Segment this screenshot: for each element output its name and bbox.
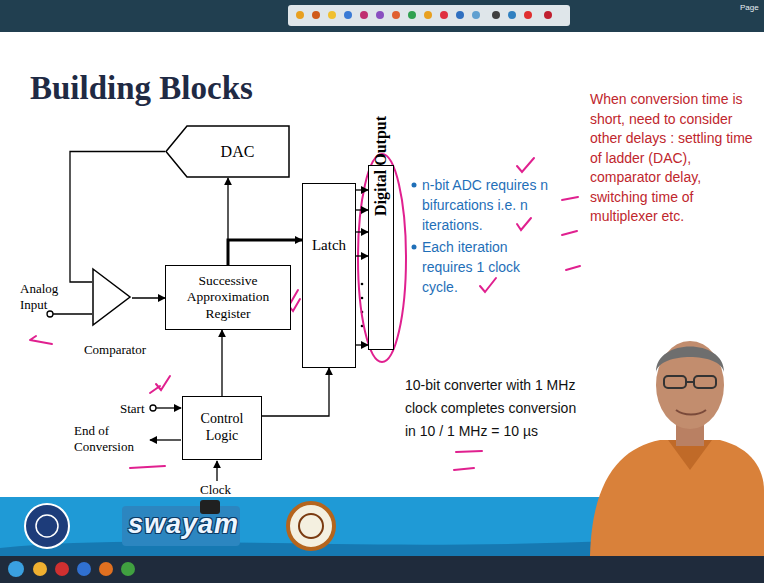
node-text-group: Control Logic (183, 411, 261, 445)
node-text-group: Successive Approximation Register (166, 273, 290, 322)
swayam-plate (122, 506, 240, 546)
connector-line (356, 189, 368, 190)
top-band (0, 0, 764, 32)
logo-text: swayam (128, 509, 239, 540)
institute-logo (25, 504, 69, 548)
connector (70, 152, 165, 283)
latch-box: Latch (302, 183, 356, 368)
connector-line (132, 297, 165, 298)
connector-line (356, 231, 368, 232)
taskbar (0, 556, 764, 583)
node-label: Comparator (76, 342, 154, 358)
dac-block: DAC (165, 125, 290, 178)
register-box: Successive Approximation Register (165, 265, 291, 330)
nptel-logo-ring (299, 514, 323, 538)
connector (262, 368, 329, 416)
connector-line (356, 209, 368, 210)
node-text-group: Comparator (76, 342, 154, 358)
example-note: 10-bit converter with 1 MHz clock comple… (405, 374, 577, 443)
connector-line (70, 152, 165, 283)
connector-line (356, 344, 368, 345)
bullet-dots (412, 183, 417, 250)
connector (356, 190, 368, 345)
page-tag: Page (740, 3, 759, 12)
connector-line (228, 240, 302, 265)
node-label: Control Logic (183, 411, 261, 445)
connector-line (221, 330, 222, 396)
connector-line (356, 255, 368, 256)
node-label: DAC (221, 142, 255, 161)
node-text-group: Latch (312, 236, 346, 254)
node-label: Digital Output (371, 116, 390, 216)
signal-name: Clock (200, 482, 240, 498)
connector (132, 298, 165, 299)
comparator-symbol: Comparator (76, 268, 154, 358)
signal-name: End of Conversion (74, 423, 148, 455)
node-text-group: DAC (221, 142, 255, 161)
toolbar-icons (296, 11, 552, 19)
delay-note: When conversion time is short, need to c… (590, 90, 760, 227)
presenter (590, 341, 764, 556)
node-label: Successive Approximation Register (166, 273, 290, 322)
pen-annotations (30, 154, 580, 470)
nptel-logo (288, 503, 334, 549)
signal-name: Analog Input (20, 281, 72, 313)
bullet-note: Each iteration requires 1 clock cycle. (422, 237, 554, 297)
output-bus: Digital Output (368, 165, 394, 350)
node-label: Latch (312, 236, 346, 254)
taskbar-icons (8, 561, 135, 577)
comparator-triangle (92, 268, 132, 328)
bullet-note: n-bit ADC requires n bifurcations i.e. n… (422, 175, 554, 235)
institute-logo-ring (36, 515, 58, 537)
comparator-outline (93, 269, 130, 325)
toolbar (288, 5, 570, 26)
dac-outline-shape (166, 126, 289, 177)
connector (228, 240, 302, 265)
control-box: Control Logic (182, 396, 262, 460)
connector (222, 330, 223, 396)
slide-title: Building Blocks (30, 70, 253, 107)
connector-line (262, 368, 329, 416)
signal-name: Start (120, 401, 152, 417)
